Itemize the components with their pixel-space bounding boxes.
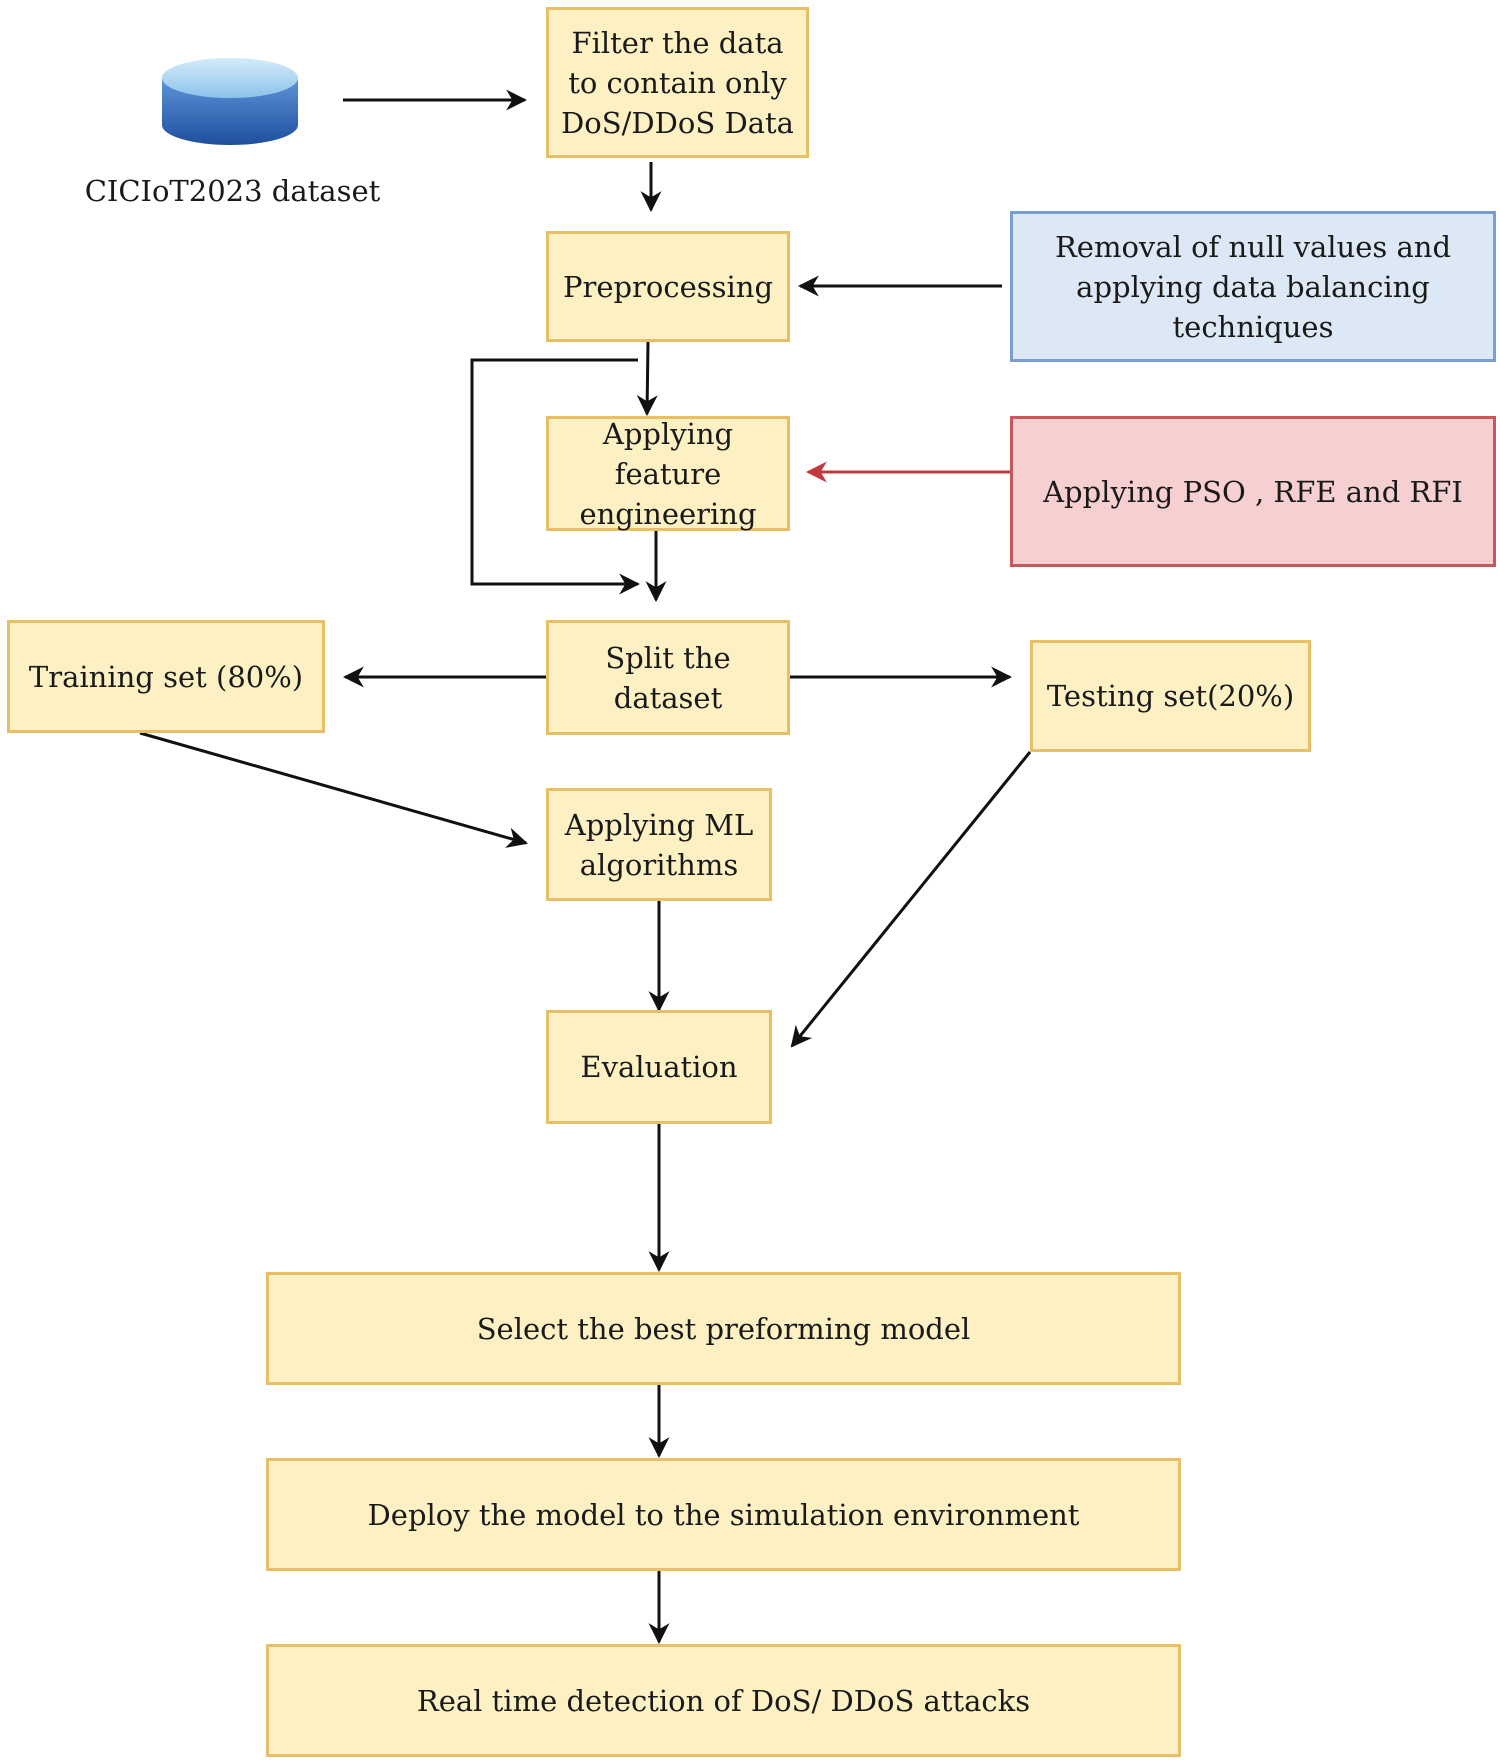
filter-data-node: Filter the data to contain only DoS/DDoS… (546, 7, 809, 158)
feature-methods-note: Applying PSO , RFE and RFI (1010, 416, 1496, 567)
best-model-node: Select the best preforming model (266, 1272, 1181, 1385)
ml-algorithms-node: Applying ML algorithms (546, 788, 772, 901)
feature-engineering-node: Applying feature engineering (546, 416, 790, 531)
evaluation-node: Evaluation (546, 1010, 772, 1124)
testing-set-node: Testing set(20%) (1030, 640, 1311, 752)
arrow-training-to-ml (139, 731, 529, 848)
arrow-preprocessing-bypass (470, 358, 641, 595)
split-dataset-node: Split the dataset (546, 620, 790, 735)
null-removal-note: Removal of null values and applying data… (1010, 211, 1496, 362)
arrow-testing-to-evaluation (790, 751, 1032, 1048)
database-icon (162, 58, 298, 145)
training-set-node: Training set (80%) (7, 620, 325, 733)
dataset-label: CICIoT2023 dataset (84, 174, 381, 208)
preprocessing-node: Preprocessing (546, 231, 790, 342)
realtime-detection-node: Real time detection of DoS/ DDoS attacks (266, 1644, 1181, 1757)
deploy-model-node: Deploy the model to the simulation envir… (266, 1458, 1181, 1571)
arrow-preprocessing-to-feature-engineering (636, 341, 658, 417)
